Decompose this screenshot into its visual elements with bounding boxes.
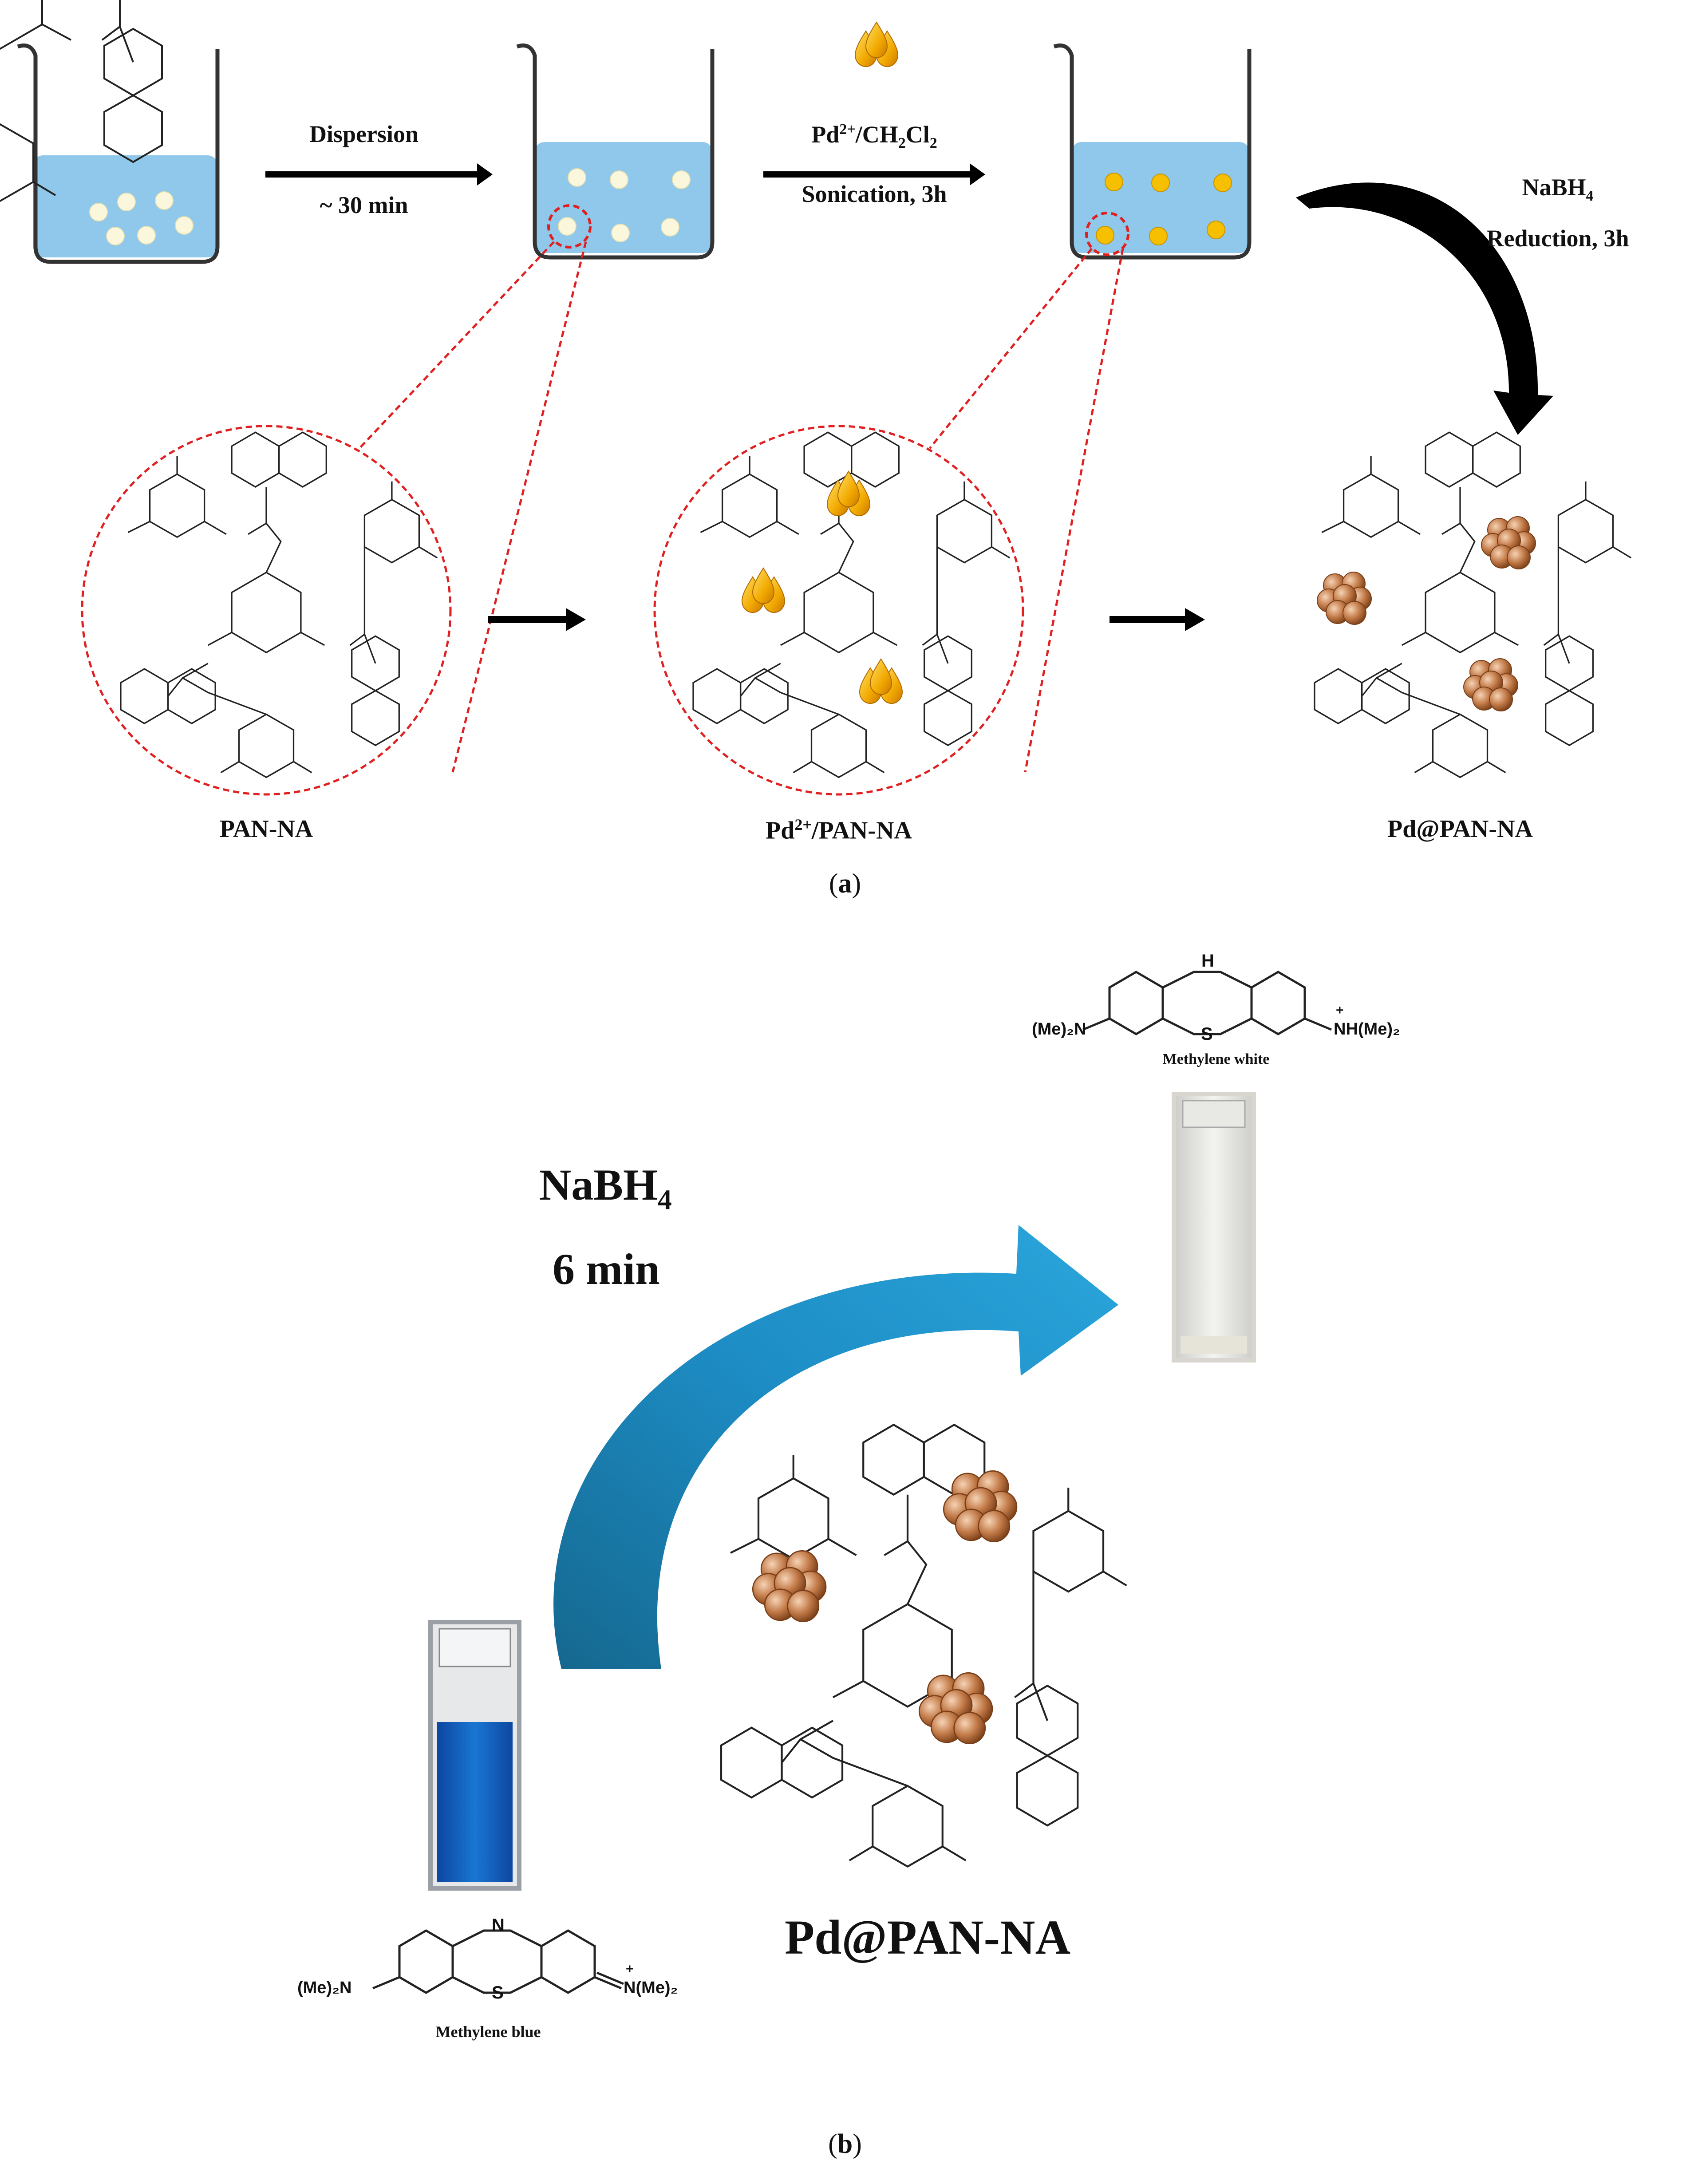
atom-nme2: N(Me)₂ [624,1979,678,1997]
atom-s: S [1201,1024,1213,1044]
atom-s: S [492,1983,504,2002]
pd2-droplet-icon [855,22,898,67]
methylene-blue-label: Methylene blue [435,2023,541,2041]
step1-time: ~ 30 min [320,192,408,218]
zoom-circle-pd2-pan-na [653,425,1024,796]
caption-a: (a) [829,869,861,899]
step2-condition: Sonication, 3h [802,181,947,207]
pd-cluster-icon [943,1470,1018,1543]
arrow-structure-2 [1110,608,1205,631]
atom-me2n: (Me)₂N [297,1979,352,1997]
zoom-circle-pan-na [81,425,452,796]
arrow-step-2 [763,163,985,186]
step3-condition: Reduction, 3h [1486,225,1629,252]
beaker-3 [1053,43,1252,260]
pd-cluster-icon [1463,658,1518,711]
step2-reagent: Pd2+/CH2Cl2 [811,121,937,151]
pd-cluster-icon [752,1550,827,1623]
structure-pd-pan-na-large [721,1425,1127,1866]
atom-h: H [1201,951,1214,971]
pd-cluster-icon [1317,572,1372,625]
label-pd-pan-na: Pd@PAN-NA [1387,815,1533,843]
catalyst-label: Pd@PAN-NA [784,1910,1071,1964]
atom-nhme2: NH(Me)₂ [1334,1020,1400,1039]
atom-n: N [492,1915,505,1935]
step3-reagent: NaBH4 [1522,174,1594,204]
label-pan-na: PAN-NA [219,815,313,843]
caption-b: (b) [828,2129,862,2159]
atom-plus: + [1336,1003,1344,1018]
label-pd2-pan-na: Pd2+/PAN-NA [766,816,912,845]
cuvette-methylene-blue [428,1620,521,1891]
pd2-droplet-icon [827,471,870,516]
pd-cluster-icon [918,1672,993,1745]
arrow-structure-1 [488,608,586,631]
curved-arrow-nabh4 [553,1225,1118,1669]
pd2-droplet-icon [859,659,903,704]
zoom-lines [81,241,1124,796]
atom-plus: + [626,1962,634,1976]
methylene-white-structure [1082,971,1332,1035]
nabh4-label: NaBH4 [539,1160,672,1215]
atom-me2n: (Me)₂N [1032,1020,1086,1039]
structure-pan-na [120,431,438,778]
cuvette-methylene-white [1172,1092,1256,1363]
curved-arrow-reduction [1296,182,1553,435]
pd-cluster-icon [1481,516,1536,569]
pd2-droplet-icon [742,568,785,613]
beaker-2 [516,43,715,260]
methylene-white-label: Methylene white [1162,1051,1270,1067]
methylene-blue-structure [372,1929,624,1994]
time-label: 6 min [553,1244,660,1294]
step1-label: Dispersion [309,121,419,147]
arrow-step-1 [265,163,493,186]
beaker-1 [17,43,220,264]
